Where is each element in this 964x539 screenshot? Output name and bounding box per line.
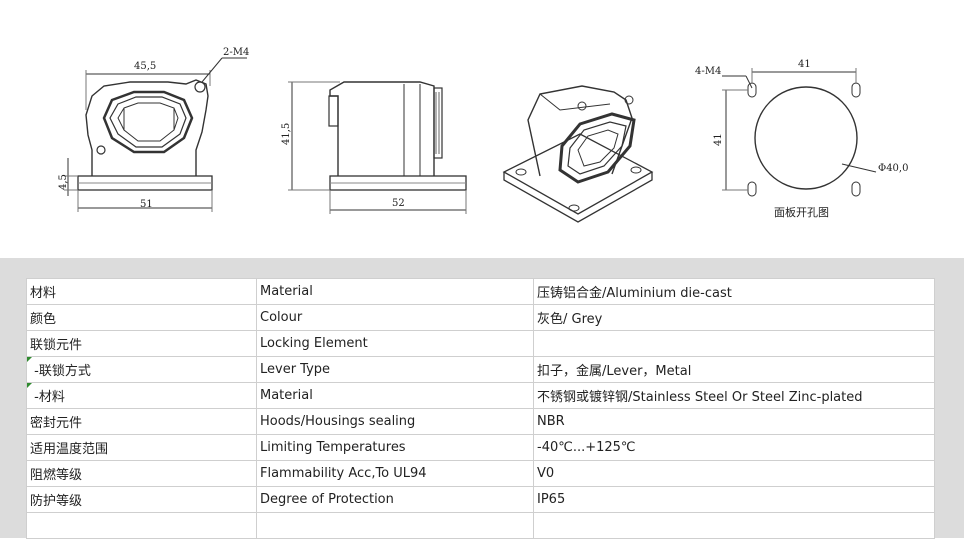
spec-cell-chinese: 密封元件 [26,408,257,435]
spec-cell-chinese: 材料 [26,278,257,305]
spec-cell-value [533,512,935,539]
front-view-drawing: 45,5 2-M4 4,5 51 [58,47,249,212]
spec-cell-chinese: 适用温度范围 [26,434,257,461]
spec-cell-value: 压铸铝合金/Aluminium die-cast [533,278,935,305]
drawing-canvas: 45,5 2-M4 4,5 51 41,5 52 [58,47,908,223]
spec-cell-english: Colour [256,304,534,331]
spec-cell-chinese: -材料 [26,382,257,409]
cutout-caption: 面板开孔图 [774,205,829,219]
dim-front-base-width: 51 [140,199,153,210]
dim-side-height: 41,5 [281,123,292,145]
spec-cell-value: 不锈钢或镀锌钢/Stainless Steel Or Steel Zinc-pl… [533,382,935,409]
spec-cell-value [533,330,935,357]
spec-cell-english: Material [256,382,534,409]
dim-side-base-width: 52 [392,198,405,209]
spec-cell-english: Flammability Acc,To UL94 [256,460,534,487]
spec-cell-english [256,512,534,539]
spec-cell-english: Degree of Protection [256,486,534,513]
spec-cell-value: 扣子，金属/Lever，Metal [533,356,935,383]
spec-cell-value: NBR [533,408,935,435]
spec-cell-english: Hoods/Housings sealing [256,408,534,435]
spec-cell-english: Locking Element [256,330,534,357]
isometric-view-drawing [502,85,654,223]
spec-cell-value: 灰色/ Grey [533,304,935,331]
panel-cutout-drawing: 41 41 4-M4 Φ40,0 面板开孔图 [695,59,908,219]
spec-cell-value: V0 [533,460,935,487]
spec-cell-english: Lever Type [256,356,534,383]
spec-cell-chinese: 防护等级 [26,486,257,513]
label-hole-note: 4-M4 [695,66,721,77]
dim-front-top-width: 45,5 [134,61,156,72]
spec-cell-value: -40℃...+125℃ [533,434,935,461]
dim-front-flange-height: 4,5 [58,174,69,190]
spec-cell-chinese: -联锁方式 [26,356,257,383]
spec-cell-chinese [26,512,257,539]
side-view-drawing: 41,5 52 [281,81,467,214]
dim-cutout-diameter: Φ40,0 [878,163,908,174]
spec-cell-chinese: 颜色 [26,304,257,331]
spec-cell-chinese: 阻燃等级 [26,460,257,487]
technical-drawings: 45,5 2-M4 4,5 51 41,5 52 [0,0,964,258]
label-thread-note: 2-M4 [223,47,249,58]
spec-cell-value: IP65 [533,486,935,513]
dim-cutout-h-spacing: 41 [798,59,811,70]
spec-cell-english: Material [256,278,534,305]
spec-cell-chinese: 联锁元件 [26,330,257,357]
dim-cutout-v-spacing: 41 [713,133,724,146]
spec-cell-english: Limiting Temperatures [256,434,534,461]
spec-row [26,512,935,539]
